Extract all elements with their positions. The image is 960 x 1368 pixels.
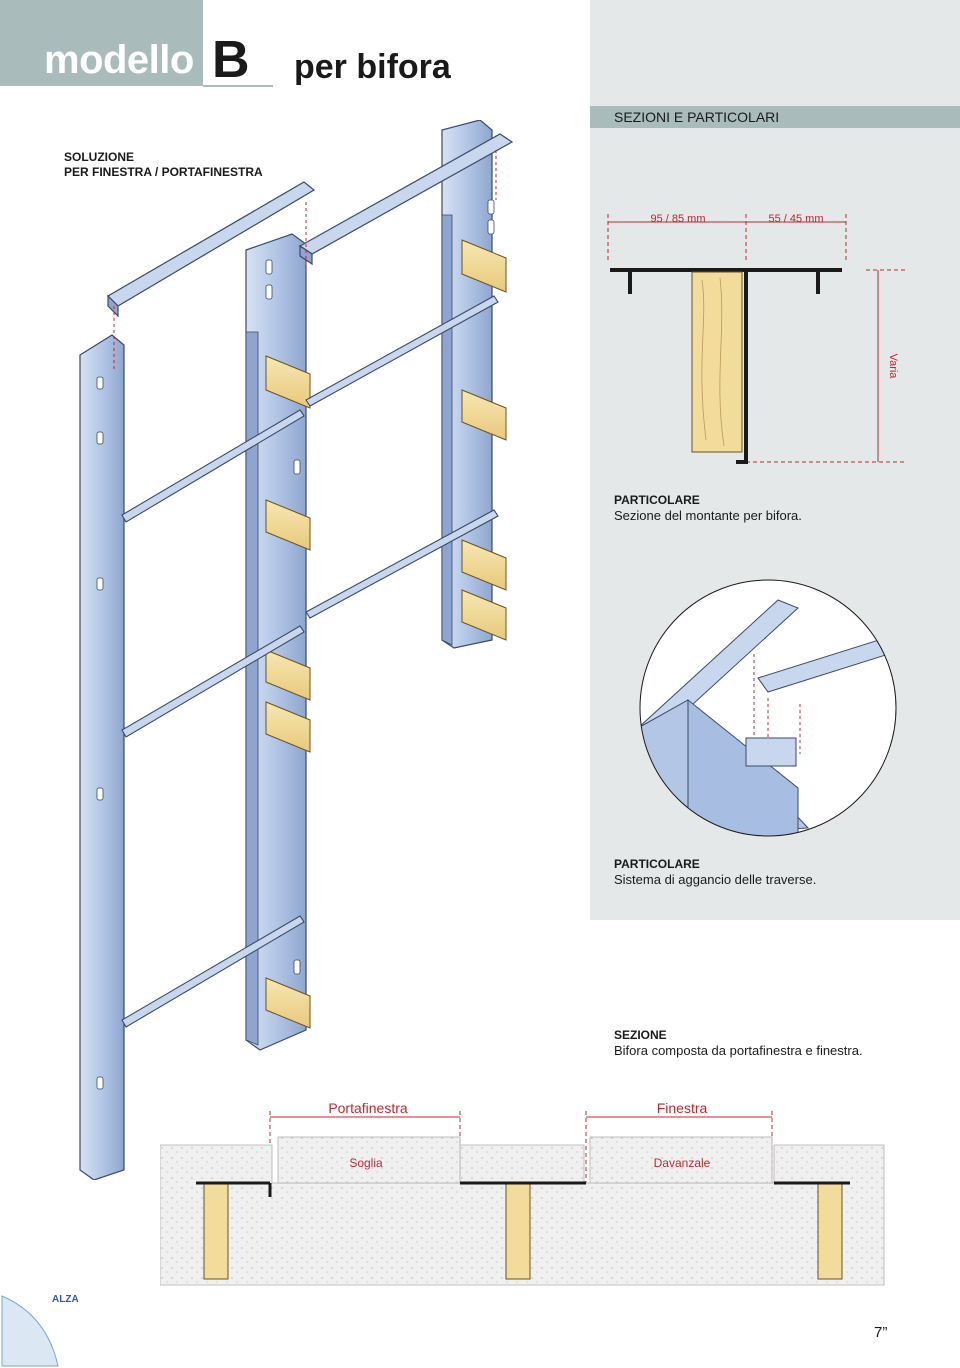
post-section-detail: 95 / 85 mm 55 / 45 mm Varia bbox=[607, 213, 906, 464]
title-subtitle: per bifora bbox=[294, 48, 451, 86]
brand-label: ALZA bbox=[52, 1294, 79, 1305]
left-post bbox=[79, 334, 125, 1180]
portafinestra-label: Portafinestra bbox=[328, 1100, 408, 1116]
sill-block bbox=[589, 1136, 773, 1184]
title-model-word: modello bbox=[44, 38, 194, 82]
dim-vertical-label: Varia bbox=[887, 354, 899, 380]
dim-right-label: 55 / 45 mm bbox=[768, 213, 823, 225]
post-profile bbox=[610, 268, 842, 464]
wood-core bbox=[691, 271, 743, 453]
wood-blocks-middle bbox=[265, 355, 311, 1029]
finestra-label: Finestra bbox=[657, 1100, 708, 1116]
hook-detail-circle bbox=[639, 579, 897, 837]
title-underline bbox=[203, 85, 273, 87]
detail1-caption: PARTICOLARE Sezione del montante per bif… bbox=[614, 492, 802, 524]
alignment-markers bbox=[113, 150, 497, 370]
dim-left-label: 95 / 85 mm bbox=[650, 213, 705, 225]
wood-blocks-right bbox=[461, 239, 507, 641]
title-letter-box bbox=[203, 0, 273, 86]
section-profiles bbox=[196, 1181, 850, 1197]
section-caption-text: Bifora composta da portafinestra e fines… bbox=[614, 1043, 863, 1058]
post-slots bbox=[96, 199, 495, 1090]
bifora-section-plan: Portafinestra Finestra Soglia Davanzale bbox=[160, 1100, 885, 1286]
sections-header: SEZIONI E PARTICOLARI bbox=[590, 106, 960, 128]
section-caption: SEZIONE Bifora composta da portafinestra… bbox=[614, 1027, 863, 1059]
soglia-label: Soglia bbox=[349, 1156, 383, 1170]
page-number: 7” bbox=[874, 1324, 888, 1341]
solution-label-line2: PER FINESTRA / PORTAFINESTRA bbox=[64, 165, 263, 179]
threshold-block bbox=[277, 1136, 461, 1184]
frame-isometric-drawing bbox=[79, 120, 514, 1180]
detail2-caption-text: Sistema di aggancio delle traverse. bbox=[614, 872, 817, 887]
detail2-caption-title: PARTICOLARE bbox=[614, 857, 700, 871]
detail2-caption: PARTICOLARE Sistema di aggancio delle tr… bbox=[614, 856, 816, 888]
top-rails bbox=[107, 133, 514, 318]
detail1-caption-title: PARTICOLARE bbox=[614, 493, 700, 507]
brand-logo-shape bbox=[1, 1295, 59, 1367]
section-caption-title: SEZIONE bbox=[614, 1028, 667, 1042]
sections-header-title: SEZIONI E PARTICOLARI bbox=[614, 109, 780, 125]
davanzale-label: Davanzale bbox=[654, 1156, 711, 1170]
detail1-caption-text: Sezione del montante per bifora. bbox=[614, 508, 802, 523]
title-model-letter: B bbox=[212, 31, 250, 89]
solution-label-line1: SOLUZIONE bbox=[64, 150, 135, 164]
solution-label: SOLUZIONE PER FINESTRA / PORTAFINESTRA bbox=[64, 150, 263, 180]
cross-rails bbox=[121, 295, 499, 1028]
